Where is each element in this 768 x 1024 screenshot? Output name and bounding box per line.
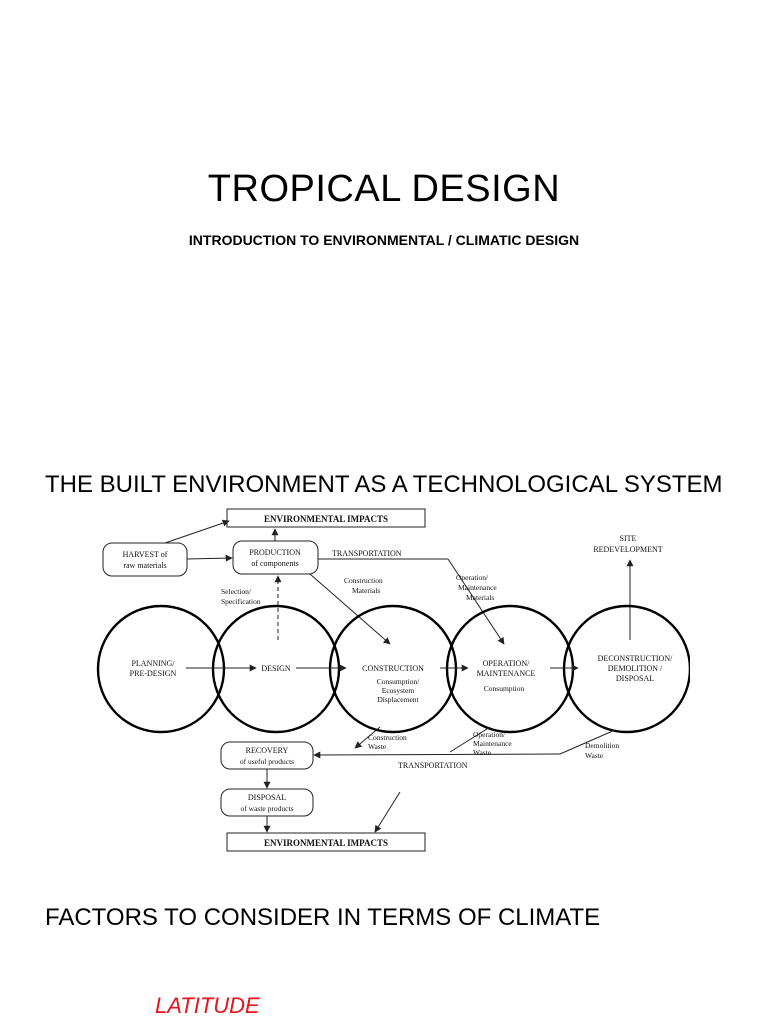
transportation-bottom-label: TRANSPORTATION [398, 761, 468, 770]
env-impacts-bottom-label: ENVIRONMENTAL IMPACTS [264, 838, 388, 848]
arrow-om-waste [449, 726, 491, 753]
construction-circle [328, 604, 458, 734]
deconstruction-label-1: DECONSTRUCTION/ [598, 654, 673, 663]
built-environment-heading: THE BUILT ENVIRONMENT AS A TECHNOLOGICAL… [45, 471, 723, 498]
construction-materials-label-2: Materials [352, 586, 380, 595]
page-subtitle: INTRODUCTION TO ENVIRONMENTAL / CLIMATIC… [188, 232, 580, 248]
construction-label: CONSTRUCTION [362, 664, 424, 673]
arrow-construction-waste [354, 726, 381, 749]
disposal-label-2: of waste products [241, 804, 294, 813]
arrow-transport-to-impacts [374, 791, 401, 833]
recovery-label-1: RECOVERY [246, 746, 289, 755]
arrow-production-to-construction [309, 573, 391, 645]
page-title: TROPICAL DESIGN [207, 168, 561, 210]
production-label-2: of components [251, 559, 298, 568]
operation-label-2: MAINTENANCE [477, 669, 536, 678]
production-label-1: PRODUCTION [249, 548, 301, 557]
om-materials-label-2: Maintenance [458, 583, 497, 592]
arrow-harvest-to-impacts [164, 519, 230, 544]
planning-label-2: PRE-DESIGN [130, 669, 177, 678]
harvest-box [102, 542, 188, 577]
transportation-top-label: TRANSPORTATION [332, 549, 402, 558]
design-label: DESIGN [261, 664, 291, 673]
om-waste-label-2: Maintenance [473, 739, 512, 748]
env-impacts-top-box [226, 508, 426, 528]
recovery-label-2: of useful products [240, 757, 294, 766]
factors-heading: FACTORS TO CONSIDER IN TERMS OF CLIMATE [45, 904, 601, 931]
harvest-label-1: HARVEST of [123, 550, 168, 559]
planning-circle [96, 604, 226, 734]
demolition-waste-label-2: Waste [585, 751, 604, 760]
operation-label-1: OPERATION/ [483, 659, 530, 668]
selection-label-2: Specification [221, 597, 261, 606]
site-redevelopment-label-1: SITE [620, 534, 637, 543]
site-redevelopment-label-2: REDEVELOPMENT [593, 545, 662, 554]
harvest-label-2: raw materials [123, 561, 166, 570]
construction-consumption-3: Displacement [377, 695, 419, 704]
env-impacts-bottom-box [226, 832, 426, 852]
om-waste-label-1: Operation/ [473, 730, 506, 739]
deconstruction-label-3: DISPOSAL [616, 674, 654, 683]
transport-line-bottom [313, 751, 561, 759]
technological-system-diagram: ENVIRONMENTAL IMPACTS HARVEST of raw mat… [96, 508, 690, 852]
design-circle [211, 604, 341, 734]
demolition-waste-label-1: Demolition [585, 741, 619, 750]
env-impacts-top-label: ENVIRONMENTAL IMPACTS [264, 514, 388, 524]
arrow-demolition-waste [559, 729, 616, 755]
operation-consumption: Consumption [484, 684, 525, 693]
construction-consumption-2: Ecosystem [382, 686, 415, 695]
planning-label-1: PLANNING/ [131, 659, 175, 668]
selection-label-1: Selection/ [221, 587, 252, 596]
production-box [232, 540, 319, 575]
factor-latitude: LATITUDE [155, 993, 260, 1018]
construction-consumption-1: Consumption/ [377, 677, 420, 686]
arrow-harvest-to-production [186, 554, 233, 562]
om-waste-label-3: Waste [473, 748, 492, 757]
arrow-transport-to-operation [447, 558, 505, 645]
om-materials-label-3: Materials [466, 593, 494, 602]
disposal-label-1: DISPOSAL [248, 793, 286, 802]
construction-waste-label-1: Construction [368, 733, 407, 742]
construction-materials-label-1: Construction [344, 576, 383, 585]
deconstruction-label-2: DEMOLITION / [608, 664, 663, 673]
construction-waste-label-2: Waste [368, 742, 387, 751]
deconstruction-circle [562, 604, 690, 734]
om-materials-label-1: Operation/ [456, 573, 489, 582]
